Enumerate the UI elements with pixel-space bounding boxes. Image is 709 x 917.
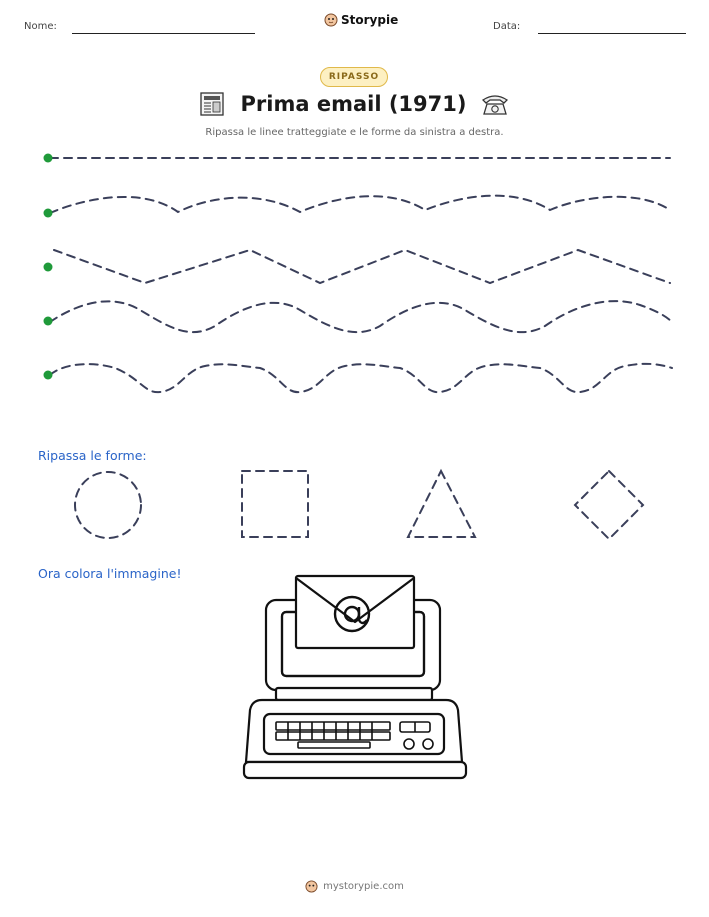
name-line[interactable] <box>72 33 255 34</box>
trace-shape-circle[interactable] <box>74 471 142 539</box>
start-dot-5 <box>43 370 53 380</box>
page-title: Prima email (1971) <box>240 92 467 116</box>
instructions: Ripassa le linee tratteggiate e le forme… <box>205 127 504 138</box>
trace-line-wave-2[interactable] <box>49 300 673 334</box>
date-line[interactable] <box>538 33 686 34</box>
telephone-icon <box>482 95 509 115</box>
pie-mascot-icon <box>305 880 318 893</box>
footer: mystorypie.com <box>0 880 709 893</box>
date-label: Data: <box>493 21 521 32</box>
trace-line-zigzag[interactable] <box>53 248 671 285</box>
start-dot-1 <box>43 153 53 163</box>
brand-logo: Storypie <box>324 13 398 27</box>
pie-mascot-icon <box>324 13 338 27</box>
ripasso-badge: RIPASSO <box>320 67 388 87</box>
trace-line-wave-3[interactable] <box>49 362 673 394</box>
trace-line-wave-1[interactable] <box>49 194 671 214</box>
color-label: Ora colora l'immagine! <box>38 566 182 581</box>
trace-shape-square[interactable] <box>241 470 309 538</box>
computer-email-illustration[interactable] <box>242 574 468 780</box>
start-dot-4 <box>43 316 53 326</box>
trace-shape-diamond[interactable] <box>573 469 645 541</box>
trace-shape-triangle[interactable] <box>406 468 477 538</box>
footer-url[interactable]: mystorypie.com <box>323 881 404 892</box>
title-row: Prima email (1971) <box>0 91 709 117</box>
start-dot-2 <box>43 208 53 218</box>
brand-name: Storypie <box>341 13 399 27</box>
shapes-label: Ripassa le forme: <box>38 448 147 463</box>
newspaper-icon <box>199 92 224 116</box>
name-label: Nome: <box>24 21 57 32</box>
start-dot-3 <box>43 262 53 272</box>
